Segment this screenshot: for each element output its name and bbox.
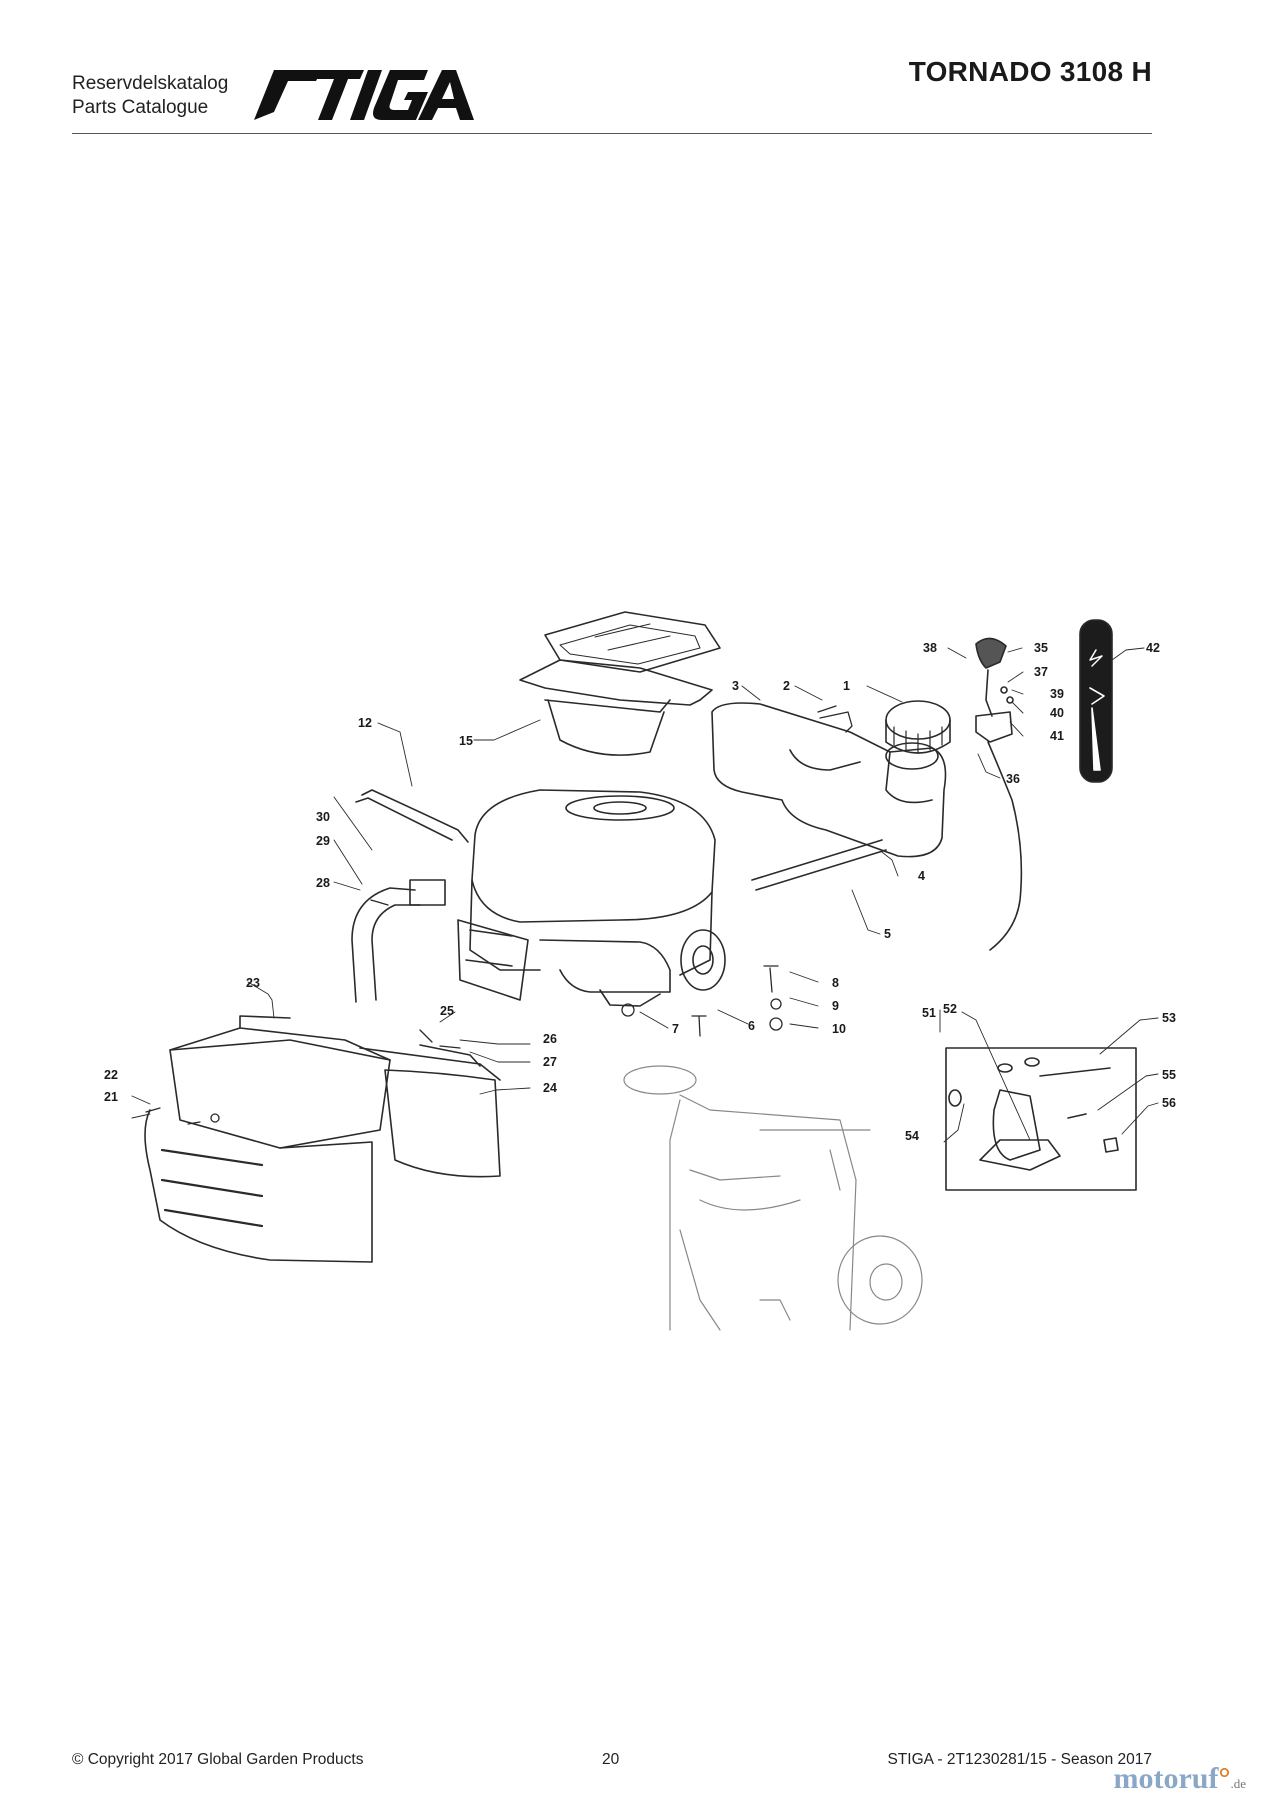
callout-26: 26 — [543, 1032, 557, 1046]
throttle-control — [975, 637, 1023, 951]
callout-42: 42 — [1146, 641, 1160, 655]
callout-28: 28 — [316, 876, 330, 890]
callout-36: 36 — [1006, 772, 1020, 786]
footer-copyright: © Copyright 2017 Global Garden Products — [72, 1751, 364, 1768]
callout-3: 3 — [732, 679, 739, 693]
callout-12: 12 — [358, 716, 372, 730]
callout-52: 52 — [943, 1002, 957, 1016]
exploded-parts-diagram: 1 2 3 4 5 6 7 8 9 10 12 15 21 22 23 24 2… — [104, 611, 1176, 1331]
air-filter-housing — [519, 611, 721, 756]
callout-9: 9 — [832, 999, 839, 1013]
callout-numbers: 1 2 3 4 5 6 7 8 9 10 12 15 21 22 23 24 2… — [104, 641, 1176, 1143]
solenoid-detail-box — [945, 1047, 1137, 1191]
callout-54: 54 — [905, 1129, 919, 1143]
callout-22: 22 — [104, 1068, 118, 1082]
watermark-name: motoruf — [1113, 1762, 1219, 1795]
callout-38: 38 — [923, 641, 937, 655]
throttle-decal — [1079, 619, 1113, 783]
leader-lines — [131, 647, 1159, 1143]
callout-10: 10 — [832, 1022, 846, 1036]
callout-40: 40 — [1050, 706, 1064, 720]
callout-24: 24 — [543, 1081, 557, 1095]
stiga-logo — [254, 70, 474, 120]
callout-56: 56 — [1162, 1096, 1176, 1110]
callout-41: 41 — [1050, 729, 1064, 743]
callout-8: 8 — [832, 976, 839, 990]
callout-4: 4 — [918, 869, 925, 883]
fuel-tank — [711, 702, 947, 858]
engine-block — [457, 789, 726, 1007]
callout-7: 7 — [672, 1022, 679, 1036]
footer-page-number: 20 — [602, 1751, 620, 1768]
footer-document-code: STIGA - 2T1230281/15 - Season 2017 — [887, 1751, 1152, 1768]
breather-hose — [355, 789, 469, 843]
motoruf-watermark: motoruf°.de — [1113, 1762, 1246, 1796]
muffler — [359, 1044, 501, 1178]
callout-6: 6 — [748, 1019, 755, 1033]
callout-27: 27 — [543, 1055, 557, 1069]
heat-shield-cover — [144, 1015, 391, 1263]
callout-55: 55 — [1162, 1068, 1176, 1082]
exhaust-pipe — [351, 879, 446, 1003]
callout-5: 5 — [884, 927, 891, 941]
callout-29: 29 — [316, 834, 330, 848]
callout-37: 37 — [1034, 665, 1048, 679]
callout-15: 15 — [459, 734, 473, 748]
model-title: TORNADO 3108 H — [908, 56, 1152, 87]
tractor-wiring-overview — [623, 1065, 923, 1331]
catalogue-title: Reservdelskatalog Parts Catalogue — [72, 72, 228, 120]
callout-35: 35 — [1034, 641, 1048, 655]
callout-21: 21 — [104, 1090, 118, 1104]
callout-2: 2 — [783, 679, 790, 693]
callout-53: 53 — [1162, 1011, 1176, 1025]
header-divider — [72, 133, 1152, 134]
callout-51: 51 — [922, 1006, 936, 1020]
callout-23: 23 — [246, 976, 260, 990]
catalogue-title-english: Parts Catalogue — [72, 97, 209, 118]
callout-25: 25 — [440, 1004, 454, 1018]
watermark-tld: .de — [1230, 1776, 1246, 1791]
callout-39: 39 — [1050, 687, 1064, 701]
callout-30: 30 — [316, 810, 330, 824]
fuel-line — [751, 839, 887, 891]
watermark-dot: ° — [1218, 1762, 1231, 1795]
fasteners — [145, 705, 837, 1125]
callout-1: 1 — [843, 679, 850, 693]
catalogue-title-swedish: Reservdelskatalog — [72, 73, 229, 94]
